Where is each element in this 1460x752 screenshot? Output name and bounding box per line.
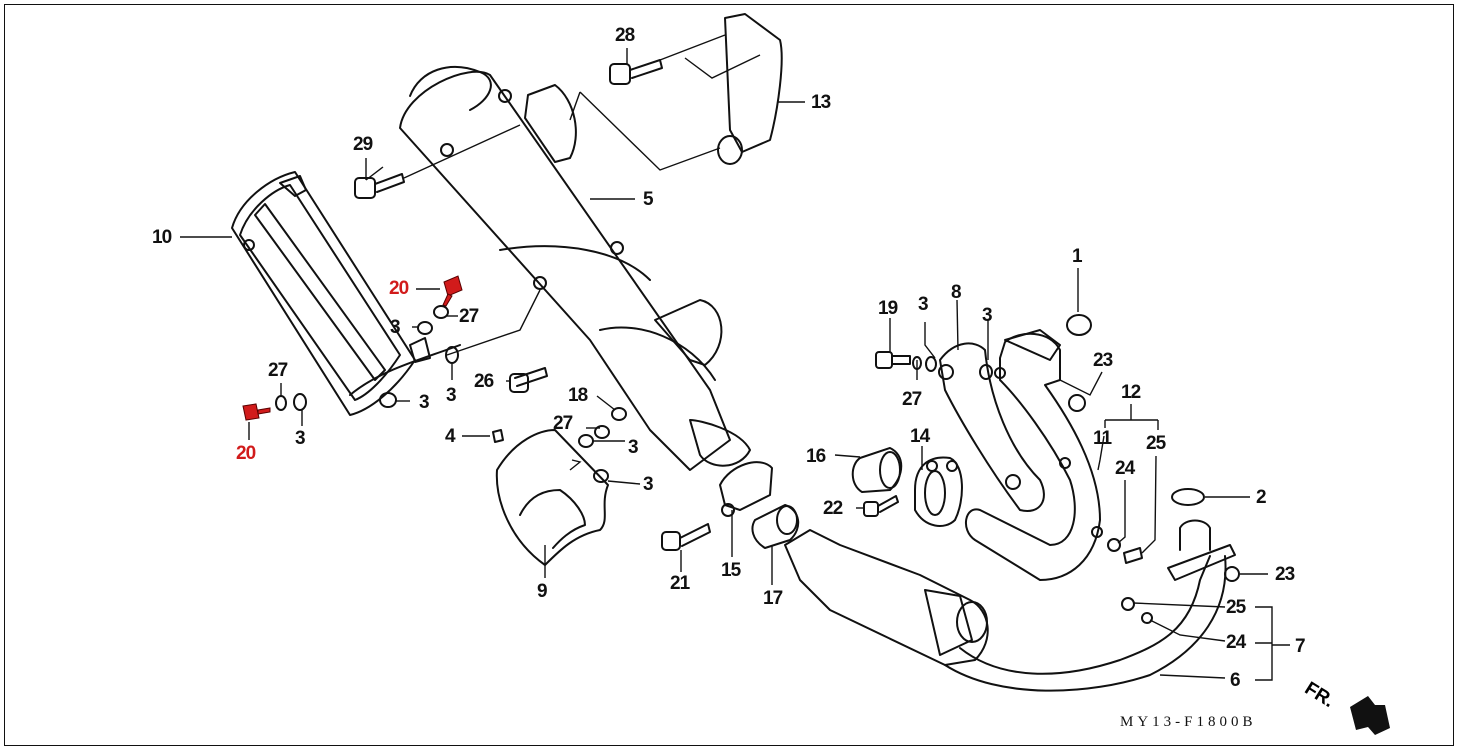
muffler-body[interactable]	[399, 65, 751, 471]
label-24: 24	[1115, 458, 1135, 479]
label-15: 15	[721, 560, 741, 581]
label-3: 3	[295, 428, 306, 449]
label-21: 21	[670, 573, 690, 594]
bolt-28[interactable]	[609, 59, 663, 85]
bolt-25a	[1123, 547, 1143, 564]
heat-shield-10[interactable]	[231, 171, 461, 416]
label-28: 28	[615, 25, 635, 46]
nut-4	[492, 429, 504, 443]
label-10: 10	[152, 227, 172, 248]
nut-24a	[1107, 538, 1121, 552]
label-6: 6	[1230, 670, 1241, 691]
label-4: 4	[445, 426, 456, 447]
label-24: 24	[1226, 632, 1246, 653]
nut-3a	[417, 321, 433, 335]
leader-lines	[180, 48, 1290, 681]
label-2: 2	[1256, 487, 1267, 508]
bracket-collar	[717, 135, 743, 165]
nut-3f	[593, 469, 609, 483]
exhaust-pipe-6[interactable]	[784, 519, 1236, 692]
label-25: 25	[1226, 597, 1246, 618]
label-22: 22	[823, 498, 843, 519]
muffler-lower-bracket	[654, 299, 723, 366]
gasket-17[interactable]	[751, 504, 800, 549]
label-14: 14	[910, 426, 930, 447]
bolt-20-lower[interactable]	[242, 403, 271, 421]
label-3: 3	[446, 385, 457, 406]
label-3: 3	[918, 294, 929, 315]
muffler-bracket	[524, 84, 577, 163]
front-direction-arrow-icon	[1350, 696, 1390, 735]
label-23: 23	[1275, 564, 1295, 585]
label-20-highlighted[interactable]: 20	[236, 443, 256, 464]
nut-3g	[925, 356, 937, 372]
diagram-frame	[4, 4, 1454, 746]
label-27: 27	[459, 306, 479, 327]
washer-3b	[445, 346, 459, 364]
label-25: 25	[1146, 433, 1166, 454]
diagram-code: MY13-F1800B	[1120, 714, 1257, 730]
label-17: 17	[763, 588, 783, 609]
label-3: 3	[643, 474, 654, 495]
label-12: 12	[1121, 382, 1141, 403]
exhaust-pipe-11[interactable]	[965, 329, 1103, 581]
gasket-1[interactable]	[1066, 314, 1092, 336]
bolt-19[interactable]	[875, 351, 911, 369]
label-9: 9	[537, 581, 548, 602]
label-3: 3	[419, 392, 430, 413]
label-13: 13	[811, 92, 831, 113]
nut-23a	[1068, 394, 1086, 412]
bolt-22[interactable]	[863, 495, 899, 517]
label-20-highlighted[interactable]: 20	[389, 278, 409, 299]
label-18: 18	[568, 385, 588, 406]
label-16: 16	[806, 446, 826, 467]
label-19: 19	[878, 298, 898, 319]
gasket-16[interactable]	[851, 447, 903, 493]
nut-24b	[1141, 612, 1153, 624]
nut-3e	[578, 434, 594, 448]
exhaust-pipe-8[interactable]	[938, 342, 1045, 512]
label-23: 23	[1093, 350, 1113, 371]
bolt-21[interactable]	[661, 523, 711, 551]
washer-3d	[293, 393, 307, 411]
label-29: 29	[353, 134, 373, 155]
washer-27a	[433, 305, 449, 319]
label-27: 27	[268, 360, 288, 381]
bolt-18	[611, 407, 627, 421]
clamp-14[interactable]	[914, 456, 963, 527]
label-3: 3	[390, 317, 401, 338]
label-3: 3	[982, 305, 993, 326]
label-1: 1	[1072, 246, 1083, 267]
label-26: 26	[474, 371, 494, 392]
cover-9[interactable]	[495, 429, 609, 566]
nut-23b	[1224, 566, 1240, 582]
bolt-26	[514, 367, 548, 387]
label-11: 11	[1093, 428, 1112, 449]
label-8: 8	[951, 282, 962, 303]
nut-3c	[379, 392, 397, 408]
label-3: 3	[628, 437, 639, 458]
washer-27c	[594, 425, 610, 439]
washer-27b	[275, 395, 287, 411]
label-5: 5	[643, 189, 654, 210]
label-27: 27	[553, 413, 573, 434]
bolt-29[interactable]	[354, 124, 521, 199]
bolt-20-upper[interactable]	[442, 275, 463, 307]
joint-15[interactable]	[719, 461, 773, 517]
label-27: 27	[902, 389, 922, 410]
gasket-2[interactable]	[1171, 488, 1205, 506]
bolt-25b	[1121, 597, 1135, 611]
bracket-13[interactable]	[724, 13, 783, 153]
label-7: 7	[1295, 636, 1306, 657]
